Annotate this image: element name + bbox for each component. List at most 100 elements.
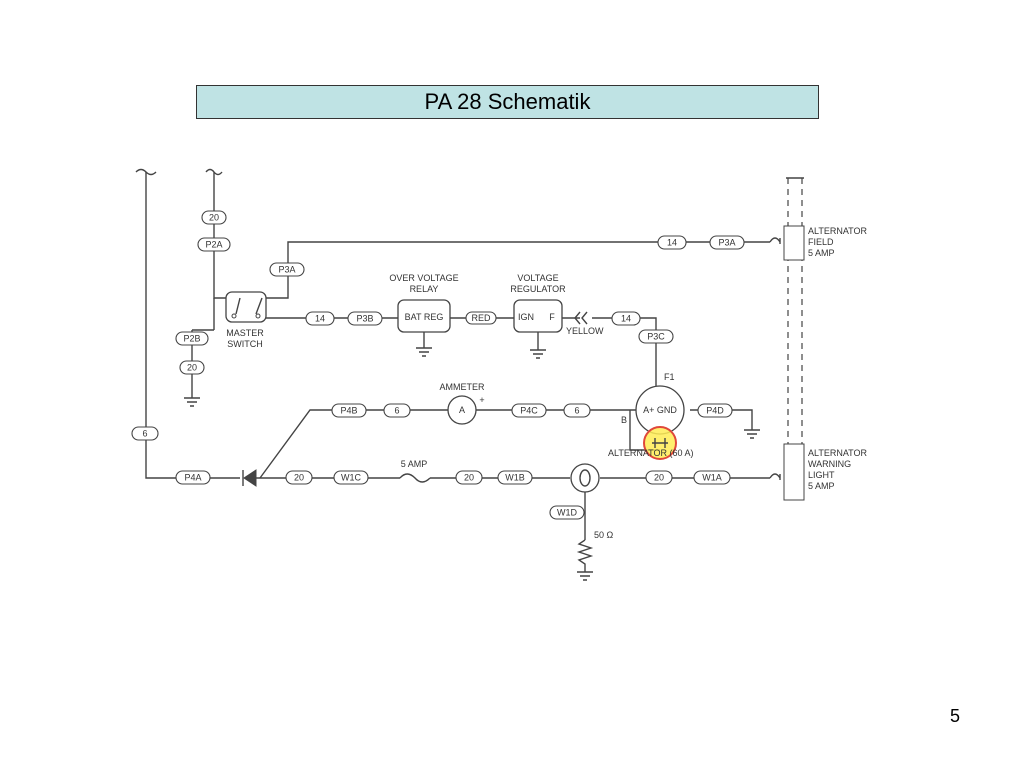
vr-label-1: VOLTAGE <box>517 273 558 283</box>
wire-yellow-label: YELLOW <box>566 326 604 336</box>
fuse-label: 5 AMP <box>401 459 428 469</box>
wire-tag: 20 <box>455 470 483 485</box>
ground-icon <box>577 571 593 581</box>
vr-f-label: F <box>549 312 555 322</box>
wire-tag: 20 <box>285 470 313 485</box>
wire-tag: P3C <box>638 329 674 344</box>
svg-text:20: 20 <box>464 472 474 482</box>
wire-tag: W1D <box>549 505 585 520</box>
wire-tag: 6 <box>131 426 159 441</box>
wire-tag: 14 <box>611 311 641 326</box>
alt-field-label-1: ALTERNATOR <box>808 226 868 236</box>
svg-text:P3B: P3B <box>356 313 373 323</box>
warning-light <box>570 463 600 493</box>
wire-tag: P4A <box>175 470 211 485</box>
ground-icon <box>416 347 432 357</box>
wiring <box>135 168 804 572</box>
alt-warn-label-2: WARNING <box>808 459 851 469</box>
svg-text:W1D: W1D <box>557 507 578 517</box>
svg-text:P4C: P4C <box>520 405 538 415</box>
svg-text:P4B: P4B <box>340 405 357 415</box>
ground-icon <box>744 429 760 439</box>
lamp-icon <box>579 469 591 487</box>
diode-icon <box>242 469 257 487</box>
svg-text:W1C: W1C <box>341 472 362 482</box>
tag-red: RED <box>465 311 497 325</box>
ground-symbols <box>184 347 760 581</box>
wire-tag: 6 <box>383 403 411 418</box>
vr-label-2: REGULATOR <box>510 284 566 294</box>
alt-warn-label-4: 5 AMP <box>808 481 835 491</box>
master-switch-label-1: MASTER <box>226 328 264 338</box>
alt-warning-breaker: ALTERNATOR WARNING LIGHT 5 AMP <box>769 443 868 501</box>
svg-text:RED: RED <box>471 313 491 323</box>
wire-tag: W1C <box>333 470 369 485</box>
wire-tag: P4B <box>331 403 367 418</box>
wire-tag: 14 <box>657 235 687 250</box>
svg-text:P4A: P4A <box>184 472 201 482</box>
svg-text:6: 6 <box>394 405 399 415</box>
vr-ign-label: IGN <box>518 312 534 322</box>
alt-warn-label-3: LIGHT <box>808 470 835 480</box>
svg-text:20: 20 <box>209 212 219 222</box>
page-number: 5 <box>950 706 961 726</box>
svg-text:P3C: P3C <box>647 331 665 341</box>
ammeter-label: AMMETER <box>440 382 486 392</box>
resistor-label: 50 Ω <box>594 530 614 540</box>
ammeter: AMMETER A + <box>440 382 486 425</box>
ovr-box-label: BAT REG <box>405 312 444 322</box>
svg-text:14: 14 <box>621 313 631 323</box>
alternator-b: B <box>621 415 627 425</box>
alternator: A+ GND F1 B ALTERNATOR (60 A) <box>608 372 694 460</box>
wire-tag: P4C <box>511 403 547 418</box>
alt-field-breaker: ALTERNATOR FIELD 5 AMP <box>769 225 868 261</box>
alternator-terminals: A+ GND <box>643 405 677 415</box>
svg-text:P4D: P4D <box>706 405 724 415</box>
alt-field-label-2: FIELD <box>808 237 834 247</box>
capacitor-icon <box>652 438 668 448</box>
svg-text:6: 6 <box>142 428 147 438</box>
master-switch-label-2: SWITCH <box>227 339 263 349</box>
svg-text:P2B: P2B <box>183 333 200 343</box>
ammeter-plus: + <box>479 395 484 405</box>
svg-text:14: 14 <box>667 237 677 247</box>
wire-tag: 14 <box>305 311 335 326</box>
wire-tag: P3B <box>347 311 383 326</box>
fuse: 5 AMP <box>399 459 431 483</box>
wire-tag: W1A <box>693 470 731 485</box>
ammeter-symbol: A <box>459 405 465 415</box>
wire-tag: 6 <box>563 403 591 418</box>
connector-icon <box>574 311 588 325</box>
alt-field-label-3: 5 AMP <box>808 248 835 258</box>
ovr-label-2: RELAY <box>410 284 439 294</box>
svg-text:14: 14 <box>315 313 325 323</box>
svg-text:P2A: P2A <box>205 239 222 249</box>
svg-text:20: 20 <box>294 472 304 482</box>
svg-text:20: 20 <box>187 362 197 372</box>
wire-tag: P2B <box>175 331 209 346</box>
wire-tag: P3A <box>709 235 745 250</box>
alt-warn-label-1: ALTERNATOR <box>808 448 868 458</box>
voltage-regulator: VOLTAGE REGULATOR IGN F <box>510 273 566 333</box>
wire-tag: 20 <box>645 470 673 485</box>
ground-icon <box>184 397 200 407</box>
slide-title: PA 28 Schematik <box>196 85 819 119</box>
wire-tag: 20 <box>201 210 227 225</box>
svg-text:P3A: P3A <box>718 237 735 247</box>
ovr-label-1: OVER VOLTAGE <box>389 273 458 283</box>
svg-text:W1A: W1A <box>702 472 722 482</box>
alternator-f1: F1 <box>664 372 675 382</box>
wire-tag: P3A <box>269 262 305 277</box>
svg-text:20: 20 <box>654 472 664 482</box>
svg-text:P3A: P3A <box>278 264 295 274</box>
svg-text:6: 6 <box>574 405 579 415</box>
wire-tag: W1B <box>497 470 533 485</box>
wire-tag: P4D <box>697 403 733 418</box>
alternator-label: ALTERNATOR (60 A) <box>608 448 694 458</box>
wire-tag: 20 <box>179 360 205 375</box>
ground-icon <box>530 349 546 359</box>
master-switch: MASTER SWITCH <box>225 291 267 349</box>
over-voltage-relay: OVER VOLTAGE RELAY BAT REG <box>389 273 459 333</box>
wire-tag: P2A <box>197 237 231 252</box>
